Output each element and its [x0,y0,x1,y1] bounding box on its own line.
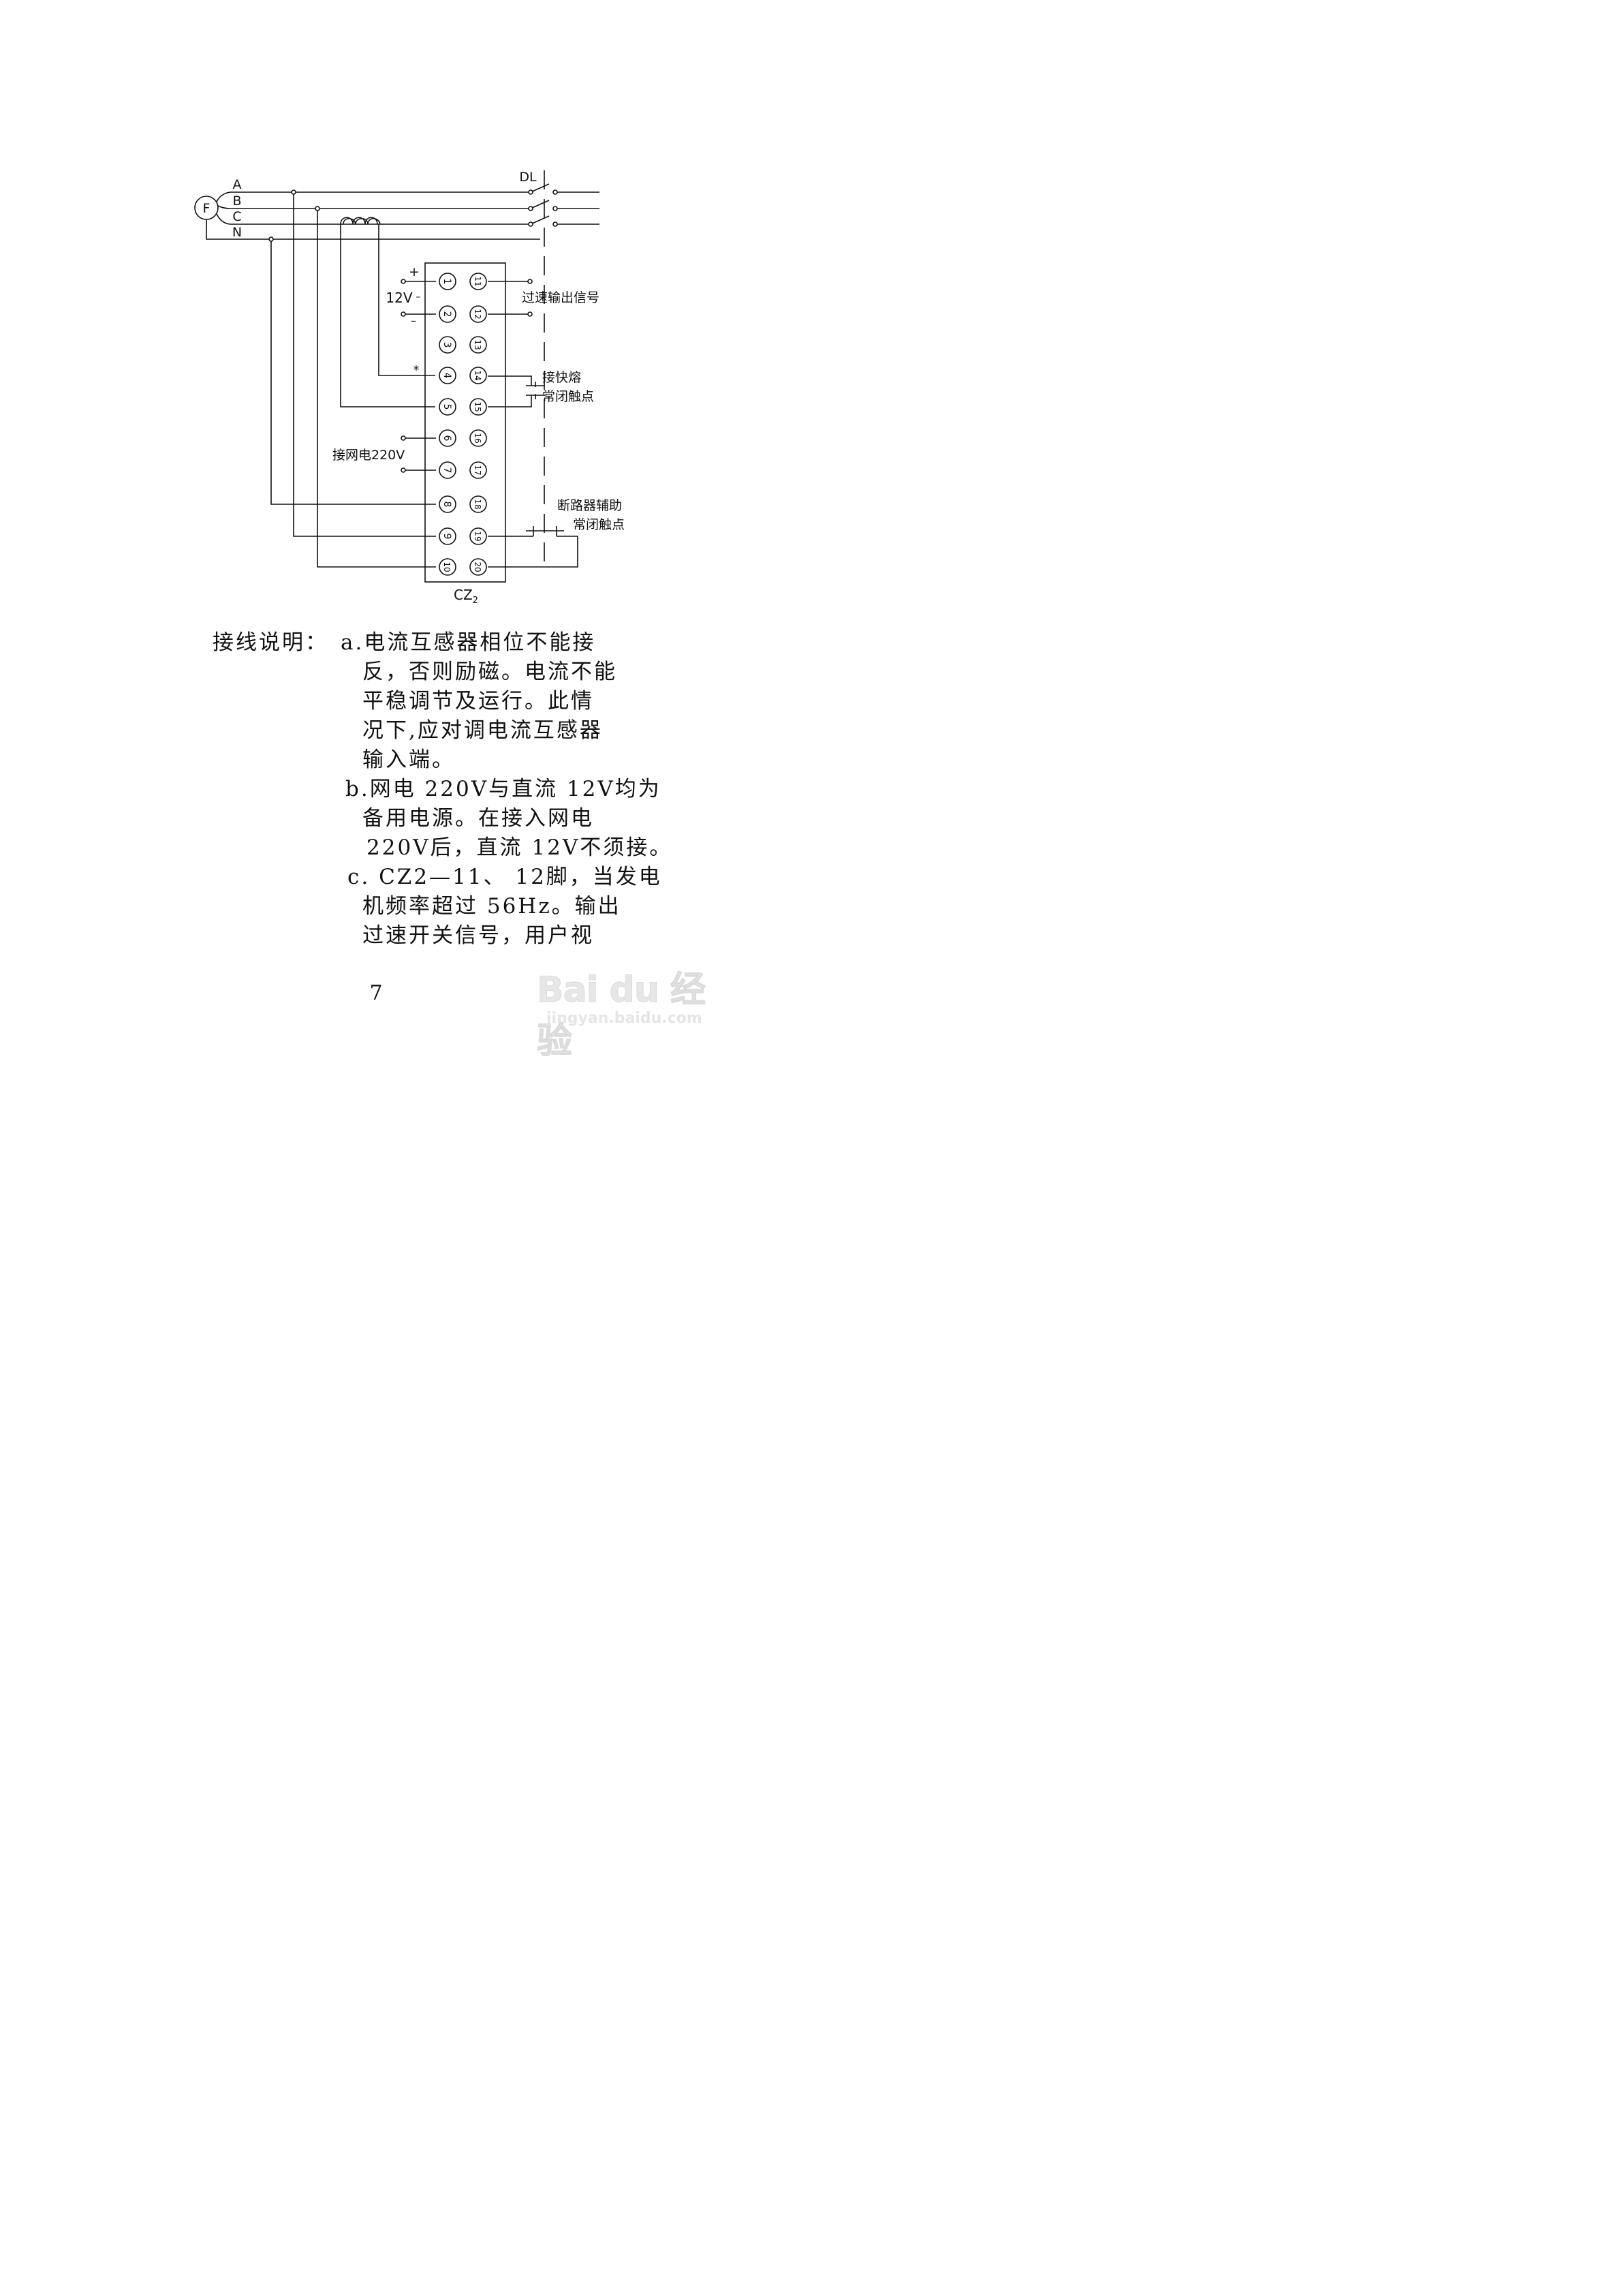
pin-20-label: 20 [473,561,482,572]
pin-13-label: 13 [473,339,482,350]
voltage-12v-label: 12V [386,290,412,306]
neutral-label: N [232,225,242,240]
pin-19-label: 19 [473,531,482,541]
page-number: 7 [369,981,383,1005]
phase-c-stub [216,213,231,225]
note-line: 况下,应对调电流互感器 [362,718,603,743]
ct-lead-to-pin4 [378,224,435,376]
breaker-blade-c [530,215,550,225]
breaker-aux-label-1: 断路器辅助 [557,498,622,513]
pin-18-circle [469,495,487,513]
pin-12-label: 12 [473,309,482,319]
neutral-stub [206,219,230,240]
pin-8-circle [439,495,456,513]
breaker-aux-label-2: 常闭触点 [573,517,625,532]
aux-contact-lead-20 [488,536,578,568]
pin-20-circle [469,558,487,576]
pin-11-label: 11 [473,276,482,286]
note-line: 备用电源。在接入网电 [362,806,594,831]
pin-11-circle [469,273,487,290]
phase-b-stub [217,205,231,209]
box-label-subscript: 2 [473,596,478,606]
note-line: 220V后，直流 12V不须接。 [366,835,673,860]
overspeed-signal-label: 过速输出信号 [522,290,599,305]
box-label: CZ2 [454,587,478,606]
pin-12-circle [469,305,487,323]
note-line: 反，否则励磁。电流不能 [362,660,617,684]
note-line: 机频率超过 56Hz。输出 [362,894,621,919]
pin-17-label: 17 [473,465,482,475]
pin-14-label: 14 [473,370,482,380]
neutral-to-pin8 [270,239,436,505]
note-line: 输入端。 [362,748,455,772]
pin-18-label: 18 [473,499,482,509]
terminal-box-cz2 [424,262,506,583]
pin-8-label: 8 [441,502,452,508]
pin-2-label: 2 [441,311,452,318]
pin-16-label: 16 [473,433,482,443]
star-mark: * [413,363,420,378]
pin-6-circle [439,429,456,447]
phase-b-label: B [232,194,241,209]
fuse-contact-label-1: 接快熔 [542,370,581,385]
pin-7-label: 7 [441,467,452,474]
pin-1-circle [439,273,456,290]
pin-4-label: 4 [441,373,452,379]
pin-10-circle [439,558,456,576]
pin-15-circle [469,398,487,416]
generator-label: F [203,201,210,216]
pin-3-label: 3 [441,342,452,348]
phase-c-label: C [232,209,241,224]
phase-a-stub [216,191,231,202]
breaker-blade-a [530,183,550,193]
pin-15-label: 15 [473,401,482,412]
pin-3-circle [439,336,456,354]
pin-5-label: 5 [441,404,452,410]
pin-16-circle [469,429,487,447]
minus-sign: – [416,292,421,303]
breaker-blade-b [530,200,550,209]
pin-9-circle [439,527,456,545]
pin-10-label: 10 [442,561,452,572]
watermark-url: jingyan.baidu.com [546,1010,702,1027]
pin-1-label: 1 [441,279,452,285]
watermark-logo: Bai du 经验 [537,970,706,1062]
breaker-label: DL [519,170,537,185]
fuse-contact-lead-14 [488,375,532,386]
ct-lead-to-pin5 [340,224,435,407]
phase-b-to-pin10 [317,209,436,568]
fuse-contact-label-2: 常闭触点 [542,389,594,404]
pin-7-circle [439,461,456,479]
note-line: 过速开关信号，用户视 [362,923,594,948]
phase-a-to-pin9 [293,192,436,537]
pin-9-label: 9 [441,534,452,540]
plus-sign: + [409,264,420,279]
note-line: c. CZ2—11、 12脚，当发电 [347,865,662,889]
minus-sign-lower: – [411,314,416,327]
fuse-contact-lead-15 [488,395,532,407]
pin-4-circle [439,367,456,384]
mains-220v-label: 接网电220V [332,448,405,463]
note-line: b.网电 220V与直流 12V均为 [345,777,661,801]
pin-19-circle [469,527,487,545]
notes-body: a.电流互感器相位不能接反，否则励磁。电流不能平稳调节及运行。此情况下,应对调电… [0,0,752,954]
note-line: a.电流互感器相位不能接 [341,630,596,655]
notes-label: 接线说明： [213,630,328,655]
pin-2-circle [439,305,456,323]
note-line: 平稳调节及运行。此情 [362,689,594,713]
pin-5-circle [439,398,456,416]
pin-17-circle [469,461,487,479]
baidu-watermark: Bai du 经验 jingyan.baidu.com [537,954,714,1062]
current-transformer-coil [340,217,381,225]
phase-a-label: A [233,177,242,192]
pin-14-circle [469,367,487,384]
pin-13-circle [469,336,487,354]
pin-6-label: 6 [441,435,452,442]
